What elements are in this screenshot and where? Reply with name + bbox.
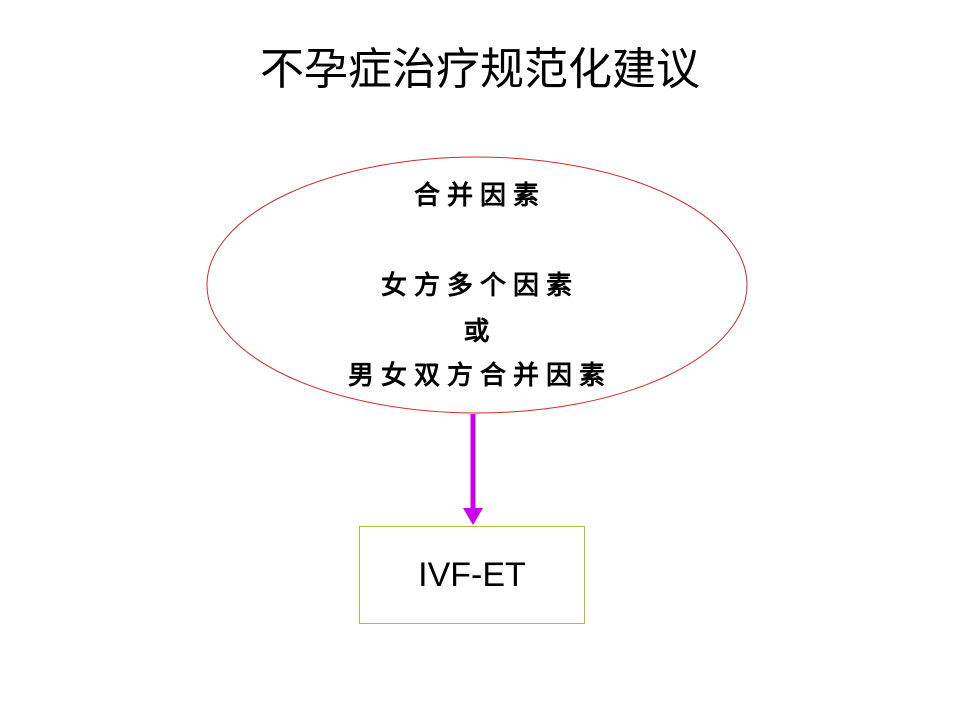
ellipse-line-or: 或: [463, 317, 497, 347]
arrow-head: [463, 508, 483, 525]
factors-ellipse: [206, 156, 748, 414]
ellipse-line-couple-factors: 男女双方合并因素: [347, 361, 612, 391]
ivf-et-box: IVF-ET: [359, 526, 585, 624]
ellipse-line-combined-factors: 合并因素: [413, 181, 546, 211]
ellipse-line-female-factors: 女方多个因素: [380, 271, 579, 301]
ivf-et-label: IVF-ET: [418, 555, 526, 594]
slide-title: 不孕症治疗规范化建议: [260, 44, 700, 95]
